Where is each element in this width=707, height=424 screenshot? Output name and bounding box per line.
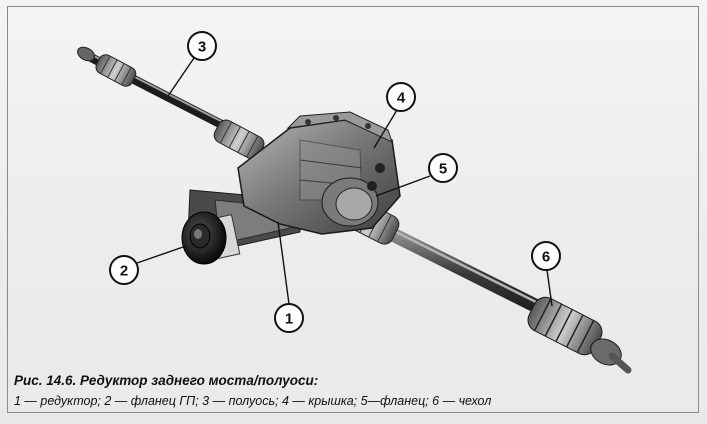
callout-3: 3 [187,31,217,61]
callout-1: 1 [274,303,304,333]
figure-frame [7,6,699,413]
callout-1-label: 1 [285,311,293,328]
callout-2: 2 [109,255,139,285]
callout-2-label: 2 [120,263,128,280]
figure-caption: Рис. 14.6. Редуктор заднего моста/полуос… [14,372,694,410]
callout-4: 4 [386,82,416,112]
differential-housing [187,111,401,253]
left-half-shaft [77,46,265,160]
leader-lines [136,57,553,307]
callout-6: 6 [531,241,561,271]
callout-5-label: 5 [439,161,447,178]
pinion-flange [181,211,241,265]
callout-5: 5 [428,153,458,183]
callout-3-label: 3 [198,39,206,56]
callout-6-label: 6 [542,249,550,266]
caption-title: Рис. 14.6. Редуктор заднего моста/полуос… [14,373,319,388]
caption-legend: 1 — редуктор; 2 — фланец ГП; 3 — полуось… [14,394,492,408]
right-half-shaft [344,199,632,374]
callout-4-label: 4 [397,90,406,107]
